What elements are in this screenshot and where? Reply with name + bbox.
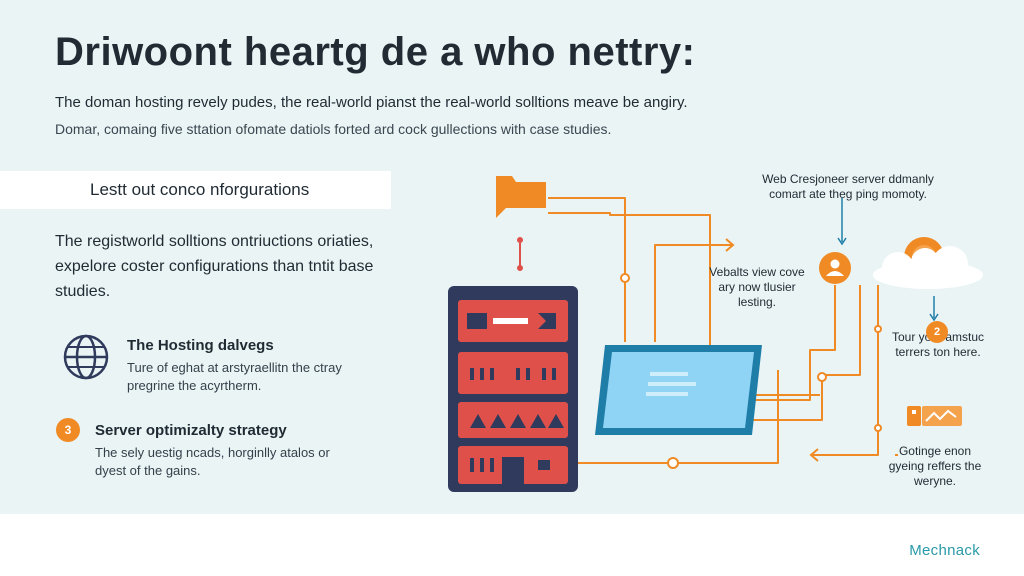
step-badge-2: 2 <box>926 321 948 343</box>
feature-desc-server: The sely uestig ncads, horginlly atalos … <box>95 445 330 478</box>
subtitle-secondary: Domar, comaing five sttation ofomate dat… <box>55 121 612 137</box>
arrowhead <box>809 448 819 462</box>
connector-node <box>620 273 630 283</box>
connector-line <box>812 285 879 456</box>
callout-terrers: Tour your amstuc terrers ton here. <box>891 330 985 359</box>
hosting-diagram <box>448 176 983 492</box>
feature-desc-hosting: Ture of eghat at arstyraellitn the ctray… <box>127 360 342 393</box>
activity-icon <box>907 406 962 426</box>
connector-node <box>817 372 827 382</box>
cloud-icon <box>873 237 983 289</box>
laptop-icon <box>595 345 762 435</box>
connector-line <box>548 197 626 342</box>
folder-icon <box>496 176 546 218</box>
section-bar: Lestt out conco nforgurations <box>0 171 391 209</box>
arrowhead <box>725 238 735 252</box>
callout-view: Vebalts view cove ary now tlusier lestin… <box>709 265 805 309</box>
intro-paragraph: The registworld solltions ontriuctions o… <box>55 233 374 300</box>
pin-icon <box>517 237 523 271</box>
connector-line <box>654 244 732 342</box>
connector-node <box>874 325 882 333</box>
connector-line <box>752 285 836 401</box>
user-avatar-icon <box>819 198 851 284</box>
page-title: Driwoont heartg de a who nettry: <box>55 30 696 74</box>
callout-gyeing: Gotinge enon gyeing reffers the weryne. <box>888 444 982 488</box>
footer: Mechnack <box>0 514 1024 576</box>
brand-logo[interactable]: Mechnack <box>909 542 980 559</box>
section-bar-label: Lestt out conco nforgurations <box>90 180 310 199</box>
subtitle-primary: The doman hosting revely pudes, the real… <box>55 94 688 111</box>
connector-node <box>874 424 882 432</box>
callout-server-domain: Web Cresjoneer server ddmanly comart ate… <box>762 172 934 201</box>
server-rack-icon <box>448 286 578 492</box>
feature-title-hosting: The Hosting dalvegs <box>127 337 274 354</box>
globe-icon <box>63 334 109 380</box>
connector-node <box>667 457 679 469</box>
step-badge: 3 <box>56 418 80 442</box>
feature-title-server: Server optimizalty strategy <box>95 422 287 439</box>
